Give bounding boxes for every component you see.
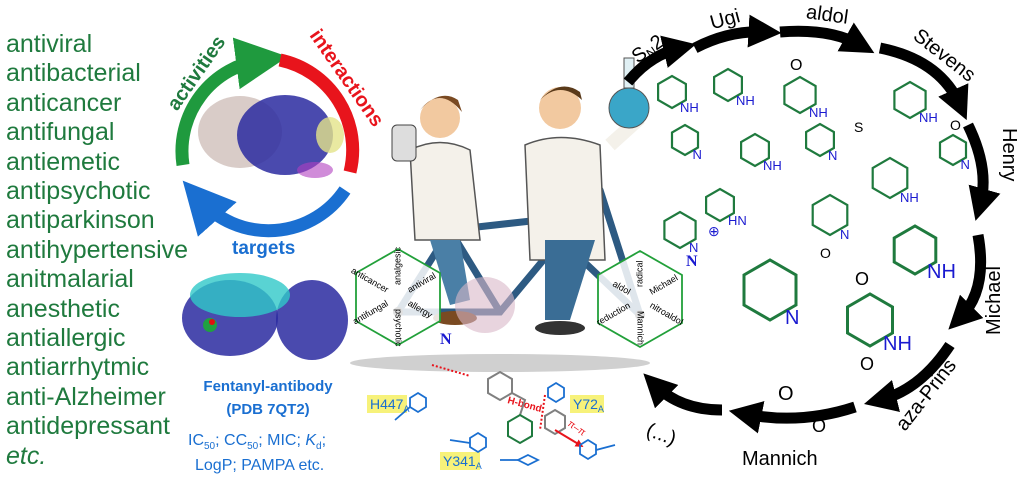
activity-item: anti-Alzheimer (6, 382, 166, 411)
arrow-stevens (878, 42, 969, 121)
piperidine-ring (846, 292, 894, 348)
arrow-michael (948, 234, 987, 330)
piperidine-ring (739, 132, 771, 168)
substituent-atom-label: O (812, 416, 826, 436)
ring-atom-label: NH (809, 105, 828, 120)
protein-pdb: (PDB 7QT2) (226, 401, 309, 418)
reaction-cycle (623, 14, 1001, 434)
arrow-aza-prins (863, 341, 955, 412)
activity-item: antiviral (6, 30, 93, 58)
activity-item: antiemetic (6, 147, 120, 176)
reaction-more: (...) (643, 419, 679, 450)
activity-item: antipsychotic (6, 177, 151, 206)
piperidine-ring (656, 74, 688, 110)
ring-atom-label: N (961, 157, 970, 172)
arrow-mannich (728, 401, 857, 434)
substituent-atom-label: O (950, 117, 961, 133)
positive-charge-icon: ⊕ (708, 223, 720, 239)
hexagon-activities: anticancer analgesic antiviral antifunga… (349, 246, 452, 348)
activity-item: antihypertensive (6, 235, 189, 264)
hex-atom: N (440, 331, 452, 348)
activity-item: anticancer (6, 88, 122, 117)
reaction-mannich: Mannich (742, 448, 818, 470)
reaction-aldol: aldol (805, 1, 850, 29)
activity-item: antiallergic (6, 324, 126, 353)
substituent-atom-label: O (820, 245, 831, 261)
ring-atom-label: N (828, 148, 837, 163)
label-targets: targets (232, 238, 295, 259)
hex-label: analgesic (392, 246, 402, 285)
arrow-henry (963, 122, 1001, 221)
binding-interactions: H447A Y72A Y341A H-bond π–π (367, 364, 616, 471)
piperidine-ring (742, 258, 798, 322)
ring-atom-label: N (840, 227, 849, 242)
substituent-atom-label: O (860, 354, 874, 374)
reaction-michael: Michael (983, 266, 1005, 335)
ring-atom-label: N (693, 147, 702, 162)
piperidine-ring (712, 67, 744, 103)
ring-atom-label: N (689, 240, 698, 255)
assay-line-2: LogP; PAMPA etc. (195, 457, 324, 474)
hex-label: Mannich (636, 311, 646, 345)
ring-atom-label: NH (900, 190, 919, 205)
cycle-arrow-blue (182, 180, 351, 238)
substituent-atom-label: O (778, 383, 794, 405)
hexagon-reactions: aldol radical Michael reduction Mannich … (595, 249, 698, 349)
residue-y341: Y341A (443, 453, 482, 471)
activity-item-etc: etc. (6, 441, 47, 470)
protein-structure-top (198, 95, 344, 178)
piperidine-ring (938, 133, 968, 167)
piperidine-ring (893, 80, 927, 120)
ring-atom-label: NH (680, 100, 699, 115)
arrow-sn2 (623, 35, 697, 86)
ring-atom-label: HN (728, 213, 747, 228)
ring-atom-label: NH (736, 93, 755, 108)
piperidine-ring (892, 224, 938, 276)
ring-atom-label: NH (927, 261, 956, 283)
piperidine-ring (670, 123, 700, 157)
substituent-atom-label: O (855, 269, 869, 289)
activity-cycle: activities interactions targets (163, 25, 388, 259)
piperidine-ring (811, 193, 849, 237)
cycle-arrow-red (278, 53, 360, 174)
substituent-atom-label: O (790, 57, 802, 74)
ring-atom-label: NH (763, 158, 782, 173)
piperidine-ring (804, 122, 836, 158)
activity-item: antiarrhytmic (6, 353, 150, 382)
activity-item: antidepressant (6, 412, 171, 441)
protein-name: Fentanyl-antibody (203, 378, 333, 395)
hex-label: radical (634, 260, 644, 287)
ring-atom-label: N (785, 307, 799, 329)
reaction-henry: Henry (998, 128, 1020, 181)
ring-atom-label: NH (919, 110, 938, 125)
arrow-more (643, 373, 723, 416)
activity-item: anitmalarial (6, 265, 134, 294)
substituent-atom-label: S (854, 119, 863, 135)
activities-list: antiviral antibacterial anticancer antif… (6, 30, 188, 471)
ring-atom-label: NH (883, 333, 912, 355)
hex-label: psychotic (394, 309, 404, 347)
scientists-tandem-bike-illustration (350, 57, 650, 372)
assay-line-1: IC50; CC50; MIC; Kd; (188, 432, 326, 452)
activity-item: antifungal (6, 118, 115, 147)
pipi-label: π–π (565, 418, 587, 438)
piperidine-ring (871, 156, 909, 200)
piperidine-ring (783, 75, 817, 115)
piperidine-ring (704, 187, 736, 223)
residue-y72: Y72A (573, 396, 604, 414)
cycle-arrow-green (175, 37, 288, 166)
hbond-label: H-bond (506, 395, 543, 415)
arrow-aldol (779, 22, 875, 54)
activity-item: antiparkinson (6, 206, 155, 235)
arrow-ugi (692, 14, 782, 53)
piperidine-ring (663, 210, 697, 250)
activity-item: anesthetic (6, 294, 120, 323)
antibody-structure (182, 273, 348, 360)
activity-item: antibacterial (6, 59, 141, 88)
hex-atom: N (686, 253, 698, 270)
